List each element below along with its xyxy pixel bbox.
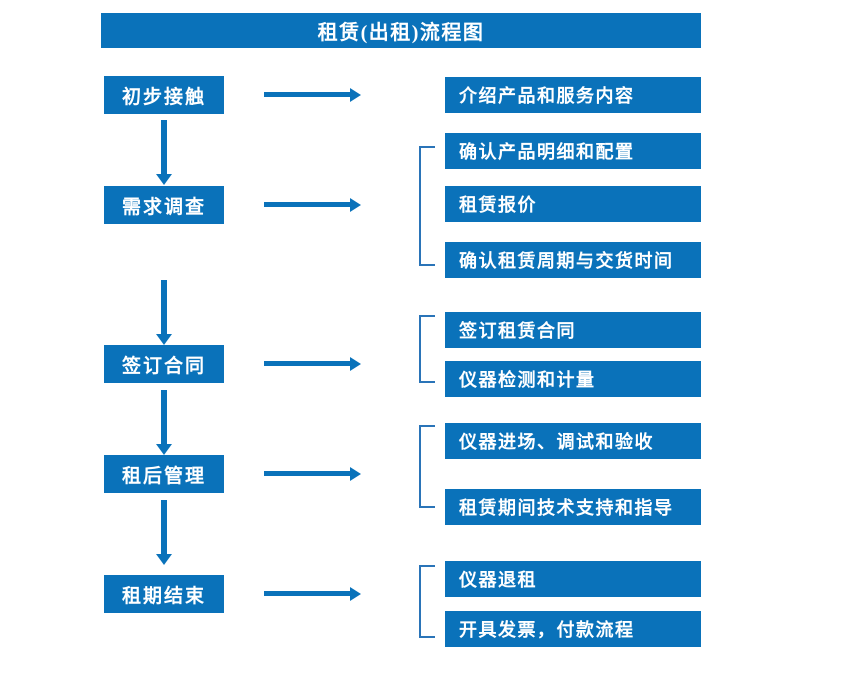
- detail-box-9[interactable]: 仪器退租: [445, 561, 701, 597]
- stage-box-1[interactable]: 初步接触: [104, 76, 224, 114]
- stage-box-4[interactable]: 租后管理: [104, 455, 224, 493]
- flow-arrow-right-1: [264, 92, 351, 97]
- flowchart-title: 租赁(出租)流程图: [101, 13, 701, 48]
- flow-arrow-down-1: [161, 120, 167, 175]
- detail-box-4[interactable]: 确认租赁周期与交货时间: [445, 242, 701, 278]
- detail-box-2[interactable]: 确认产品明细和配置: [445, 133, 701, 169]
- detail-box-1[interactable]: 介绍产品和服务内容: [445, 77, 701, 113]
- detail-box-3[interactable]: 租赁报价: [445, 186, 701, 222]
- flow-arrow-right-4: [264, 471, 351, 476]
- flow-arrow-right-3: [264, 361, 351, 366]
- detail-box-6[interactable]: 仪器检测和计量: [445, 361, 701, 397]
- group-bracket-1: [419, 146, 435, 266]
- flow-arrow-down-2: [161, 280, 167, 335]
- flow-arrow-right-5: [264, 591, 351, 596]
- detail-box-8[interactable]: 租赁期间技术支持和指导: [445, 489, 701, 525]
- group-bracket-4: [419, 565, 435, 638]
- stage-box-5[interactable]: 租期结束: [104, 575, 224, 613]
- group-bracket-2: [419, 315, 435, 383]
- detail-box-5[interactable]: 签订租赁合同: [445, 312, 701, 348]
- detail-box-10[interactable]: 开具发票，付款流程: [445, 611, 701, 647]
- flow-arrow-right-2: [264, 202, 351, 207]
- stage-box-2[interactable]: 需求调查: [104, 186, 224, 224]
- flow-arrow-down-4: [161, 500, 167, 555]
- detail-box-7[interactable]: 仪器进场、调试和验收: [445, 423, 701, 459]
- flow-arrow-down-3: [161, 390, 167, 445]
- group-bracket-3: [419, 425, 435, 508]
- stage-box-3[interactable]: 签订合同: [104, 345, 224, 383]
